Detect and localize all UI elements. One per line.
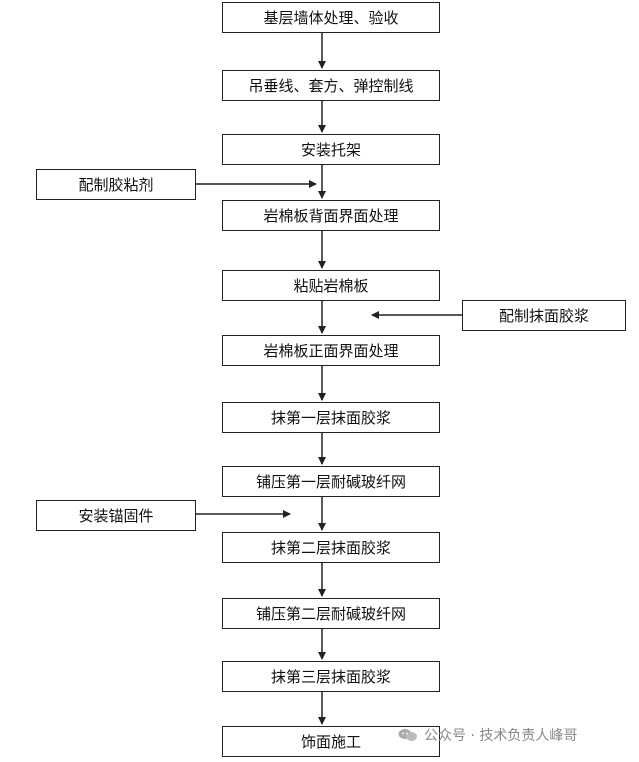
step-box: 基层墙体处理、验收 — [222, 2, 440, 33]
side-input-anchor: 安装锚固件 — [36, 500, 196, 531]
step-label: 岩棉板背面界面处理 — [263, 207, 399, 225]
step-box: 岩棉板背面界面处理 — [222, 200, 440, 231]
step-label: 吊垂线、套方、弹控制线 — [248, 77, 414, 95]
step-box: 抹第三层抹面胶浆 — [222, 661, 440, 692]
step-label: 铺压第一层耐碱玻纤网 — [255, 473, 406, 491]
watermark: 公众号 · 技术负责人峰哥 — [398, 725, 577, 745]
side-input-label: 配制抹面胶浆 — [498, 307, 589, 325]
side-input-label: 配制胶粘剂 — [78, 176, 154, 194]
step-label: 饰面施工 — [300, 733, 361, 751]
step-label: 基层墙体处理、验收 — [263, 9, 399, 27]
step-box: 吊垂线、套方、弹控制线 — [222, 70, 440, 101]
step-box: 安装托架 — [222, 134, 440, 165]
side-input-adhesive: 配制胶粘剂 — [36, 169, 196, 200]
step-box: 抹第二层抹面胶浆 — [222, 532, 440, 563]
watermark-text: 公众号 · 技术负责人峰哥 — [424, 728, 578, 744]
step-label: 抹第二层抹面胶浆 — [270, 539, 391, 557]
wechat-icon — [398, 729, 417, 741]
step-label: 抹第一层抹面胶浆 — [270, 409, 391, 427]
step-box: 抹第一层抹面胶浆 — [222, 402, 440, 433]
step-label: 岩棉板正面界面处理 — [263, 342, 399, 360]
step-label: 抹第三层抹面胶浆 — [270, 668, 391, 686]
step-label: 铺压第二层耐碱玻纤网 — [255, 605, 406, 623]
side-input-label: 安装锚固件 — [78, 507, 154, 525]
step-box: 铺压第一层耐碱玻纤网 — [222, 466, 440, 497]
side-input-mortar: 配制抹面胶浆 — [462, 300, 626, 331]
step-label: 安装托架 — [300, 141, 361, 159]
step-label: 粘贴岩棉板 — [293, 277, 369, 295]
step-box: 粘贴岩棉板 — [222, 270, 440, 301]
step-box: 铺压第二层耐碱玻纤网 — [222, 598, 440, 629]
step-box: 岩棉板正面界面处理 — [222, 335, 440, 366]
